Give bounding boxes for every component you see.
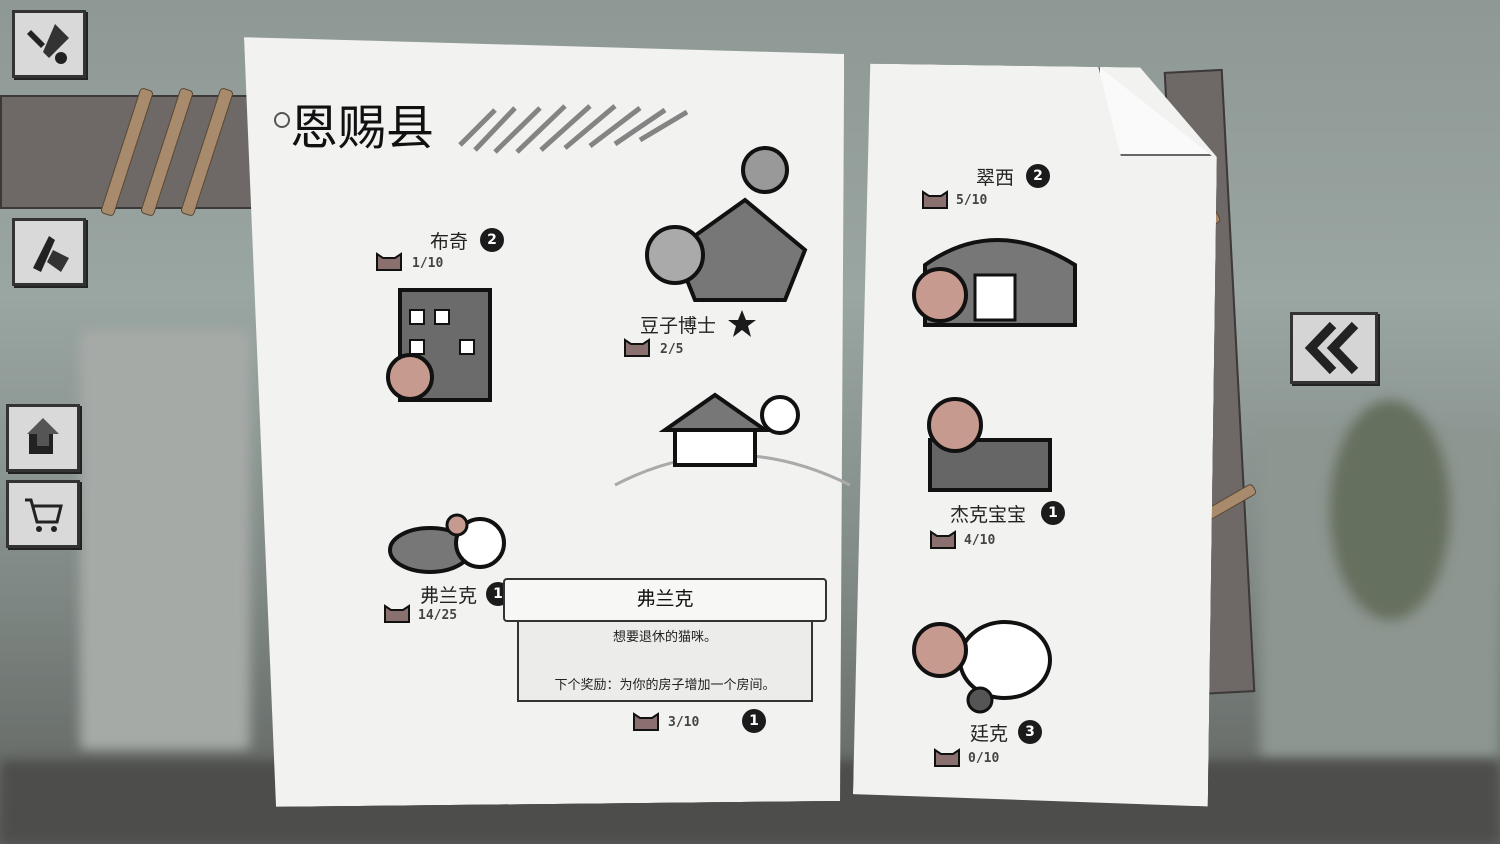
tracy-building <box>912 238 1077 327</box>
background-building <box>80 330 250 750</box>
star-icon <box>728 310 756 337</box>
tools-button[interactable] <box>12 10 86 78</box>
location-count-frank: 14/25 <box>418 608 458 623</box>
cat-head-icon <box>384 604 410 623</box>
cat-head-icon <box>376 252 402 271</box>
cat-head-icon <box>624 338 650 357</box>
cat-head-icon <box>930 530 956 549</box>
cat-head-icon <box>934 748 960 767</box>
location-count-buchi: 1/10 <box>412 256 444 271</box>
crafting-button[interactable] <box>12 218 86 286</box>
buchi-building <box>386 288 492 402</box>
cat-head-icon <box>633 712 659 731</box>
frank-sewer <box>388 513 506 574</box>
dr-bean-building <box>645 146 808 302</box>
double-chevron-left-icon <box>1304 321 1359 375</box>
location-name-tink[interactable]: 廷克 <box>970 723 1009 745</box>
shop-button[interactable] <box>6 480 80 548</box>
tools-icon <box>27 24 69 64</box>
background-tree <box>1330 400 1450 620</box>
location-count-hidden: 3/10 <box>668 715 700 730</box>
back-button[interactable] <box>1290 312 1378 384</box>
location-badge-tracy: 2 <box>1026 164 1050 188</box>
cat-head-icon <box>922 190 948 209</box>
tooltip-title: 弗兰克 <box>503 578 827 622</box>
player-house <box>614 392 851 487</box>
location-badge-hidden: 1 <box>742 709 766 733</box>
upgrade-icon <box>27 418 59 454</box>
crafting-icon <box>33 236 69 272</box>
location-name-buchi[interactable]: 布奇 <box>430 231 469 253</box>
location-name-frank[interactable]: 弗兰克 <box>420 585 478 607</box>
location-count-dr-bean: 2/5 <box>660 342 684 357</box>
location-tooltip: 想要退休的猫咪。 下个奖励：为你的房子增加一个房间。 <box>517 612 813 702</box>
location-badge-buchi: 2 <box>480 228 504 252</box>
location-badge-tink: 3 <box>1018 720 1042 744</box>
tooltip-reward: 下个奖励：为你的房子增加一个房间。 <box>554 678 776 693</box>
location-count-tracy: 5/10 <box>956 193 988 208</box>
pin-dot <box>274 112 290 128</box>
title-scribble <box>458 104 689 154</box>
map-title: 恩赐县 <box>290 100 435 156</box>
location-name-dr-bean[interactable]: 豆子博士 <box>640 315 717 337</box>
location-name-baby-jake[interactable]: 杰克宝宝 <box>950 504 1027 526</box>
upgrade-button[interactable] <box>6 404 80 472</box>
location-count-tink: 0/10 <box>968 751 1000 766</box>
location-badge-baby-jake: 1 <box>1041 501 1065 525</box>
tooltip-description: 想要退休的猫咪。 <box>612 630 717 645</box>
shopping-cart-icon <box>25 498 63 532</box>
baby-jake-building <box>927 397 1052 492</box>
location-count-baby-jake: 4/10 <box>964 533 996 548</box>
tink-truck <box>912 620 1052 714</box>
location-name-tracy[interactable]: 翠西 <box>976 167 1015 189</box>
